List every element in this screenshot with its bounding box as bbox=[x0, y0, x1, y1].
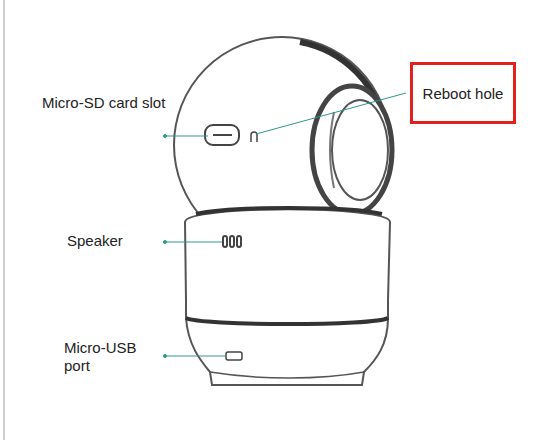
foot-edge bbox=[210, 372, 364, 378]
camera-base bbox=[185, 209, 390, 313]
camera-foot bbox=[186, 300, 388, 385]
page-border bbox=[3, 0, 5, 440]
base-collar bbox=[196, 208, 382, 214]
speaker-grill bbox=[223, 236, 241, 247]
foot-ring bbox=[186, 318, 388, 324]
highlight-box: Reboot hole bbox=[410, 62, 516, 124]
usb-port bbox=[226, 352, 242, 360]
leader-lines bbox=[164, 93, 407, 358]
sd-slot-groove bbox=[213, 134, 232, 136]
callout-label: Reboot hole bbox=[423, 85, 513, 102]
sd-slot bbox=[205, 125, 239, 145]
lens-inner bbox=[332, 100, 388, 200]
lens-outer bbox=[312, 86, 392, 214]
speaker-label: Speaker bbox=[67, 232, 157, 250]
usb-port-label: Micro-USB port bbox=[64, 339, 146, 375]
lens-highlight bbox=[330, 112, 334, 188]
sd-slot-label: Micro-SD card slot bbox=[42, 94, 182, 112]
